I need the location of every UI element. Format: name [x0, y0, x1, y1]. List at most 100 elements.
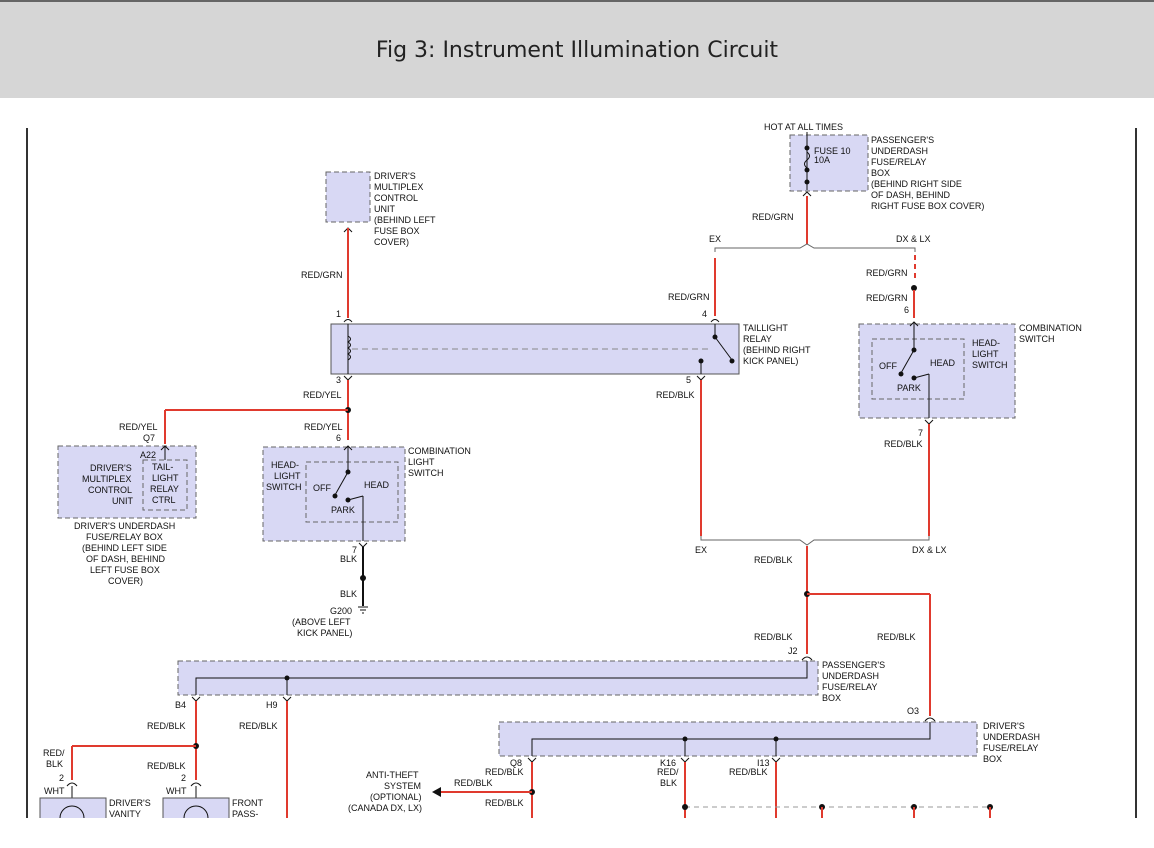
wire-label: RED/YEL — [304, 422, 343, 432]
svg-text:UNIT: UNIT — [112, 496, 133, 506]
svg-text:SWITCH: SWITCH — [408, 468, 444, 478]
svg-text:RELAY: RELAY — [743, 334, 772, 344]
svg-text:COVER): COVER) — [108, 576, 143, 586]
wire-label: RED/GRN — [752, 212, 794, 222]
svg-text:FUSE/RELAY: FUSE/RELAY — [983, 743, 1038, 753]
svg-text:DRIVER'S: DRIVER'S — [374, 171, 416, 181]
pin-5: 5 — [686, 375, 691, 385]
svg-text:CONTROL: CONTROL — [88, 485, 132, 495]
ground-icon — [358, 600, 368, 614]
pin-6: 6 — [904, 305, 909, 315]
svg-text:UNIT: UNIT — [374, 204, 395, 214]
svg-text:MULTIPLEX: MULTIPLEX — [374, 182, 423, 192]
top-rule — [0, 0, 1154, 2]
svg-text:(BEHIND LEFT: (BEHIND LEFT — [374, 215, 436, 225]
svg-text:FRONT: FRONT — [232, 798, 263, 808]
drivers-vanity-caption: DRIVER'S VANITY — [109, 798, 151, 818]
svg-text:FUSE/RELAY BOX: FUSE/RELAY BOX — [86, 532, 163, 542]
connector — [680, 757, 690, 763]
variant-dxlx: DX & LX — [896, 234, 931, 244]
pin-2: 2 — [59, 773, 64, 783]
splice-dot — [360, 575, 366, 581]
switch-blade — [913, 373, 930, 379]
taillight-relay-ctrl-box — [142, 459, 188, 511]
pin-q7: Q7 — [143, 433, 155, 443]
svg-text:FUSE/RELAY: FUSE/RELAY — [822, 682, 877, 692]
connector — [282, 696, 292, 702]
svg-text:LEFT FUSE BOX: LEFT FUSE BOX — [90, 565, 160, 575]
drivers-mcu-box — [325, 171, 371, 223]
svg-text:LIGHT: LIGHT — [972, 349, 999, 359]
pin-6: 6 — [336, 433, 341, 443]
pin-1: 1 — [336, 309, 341, 319]
headlight-switch-caption: HEAD- LIGHT SWITCH — [266, 460, 302, 492]
variant-ex: EX — [709, 234, 721, 244]
svg-text:SWITCH: SWITCH — [1019, 334, 1055, 344]
wire-label: RED/BLK — [454, 778, 493, 788]
mcu-left-caption: DRIVER'S MULTIPLEX CONTROL UNIT — [82, 463, 133, 506]
pass-fuse-box — [789, 134, 869, 192]
switch-off: OFF — [313, 483, 331, 493]
hot-label: HOT AT ALL TIMES — [764, 122, 843, 132]
anti-theft-caption: ANTI-THEFT SYSTEM (OPTIONAL) (CANADA DX,… — [348, 770, 422, 813]
wire-label: RED/YEL — [119, 422, 158, 432]
svg-text:DRIVER'S UNDERDASH: DRIVER'S UNDERDASH — [74, 521, 175, 531]
connector — [343, 375, 353, 381]
taillight-ctrl-caption: TAIL- LIGHT RELAY CTRL — [150, 462, 179, 505]
pass-fuse-box-caption: PASSENGER'S UNDERDASH FUSE/RELAY BOX (BE… — [871, 135, 984, 211]
switch-head: HEAD — [930, 358, 956, 368]
wire-label: RED/BLK — [147, 721, 186, 731]
svg-text:COMBINATION: COMBINATION — [1019, 323, 1082, 333]
wire-label: RED/BLK — [729, 767, 768, 777]
pin-k16: K16 — [660, 758, 676, 768]
drivers-mcu-caption: DRIVER'S MULTIPLEX CONTROL UNIT (BEHIND … — [374, 171, 436, 247]
svg-text:(OPTIONAL): (OPTIONAL) — [370, 792, 422, 802]
svg-text:UNDERDASH: UNDERDASH — [983, 732, 1040, 742]
svg-text:COVER): COVER) — [374, 237, 409, 247]
connector — [358, 542, 368, 548]
svg-text:OF DASH, BEHIND: OF DASH, BEHIND — [86, 554, 166, 564]
svg-text:PASS-: PASS- — [232, 809, 258, 818]
fuse-label-2: 10A — [814, 155, 830, 165]
connector — [191, 696, 201, 702]
variant-merge — [700, 536, 930, 546]
svg-text:FUSE/RELAY: FUSE/RELAY — [871, 157, 926, 167]
connector — [696, 375, 706, 381]
svg-text:UNDERDASH: UNDERDASH — [822, 671, 879, 681]
svg-text:HEAD-: HEAD- — [972, 338, 1000, 348]
connector — [924, 419, 934, 425]
bulb-icon — [183, 805, 209, 818]
connector — [190, 782, 202, 787]
pass-underdash-mid-caption: PASSENGER'S UNDERDASH FUSE/RELAY BOX — [822, 660, 885, 703]
wire-label: RED/BLK — [147, 761, 186, 771]
front-pass-lamp-box — [162, 797, 230, 818]
switch-contact — [898, 371, 904, 377]
svg-text:(CANADA DX, LX): (CANADA DX, LX) — [348, 803, 422, 813]
wire-label: RED/BLK — [754, 555, 793, 565]
switch-contact — [332, 493, 338, 499]
pin-q8: Q8 — [510, 758, 522, 768]
pin-i13: I13 — [757, 758, 770, 768]
fuse-dot — [804, 167, 810, 173]
variant-split-top — [714, 243, 916, 252]
wire-label: RED/BLK — [754, 632, 793, 642]
wire-label: BLK — [46, 759, 63, 769]
variant-dxlx: DX & LX — [912, 545, 947, 555]
fuse-label-1: FUSE 10 — [814, 146, 851, 156]
connector — [924, 717, 936, 722]
pin-a22: A22 — [140, 450, 156, 460]
connector — [66, 782, 78, 787]
svg-text:PASSENGER'S: PASSENGER'S — [871, 135, 934, 145]
pin-3: 3 — [336, 375, 341, 385]
combination-light-switch-caption: COMBINATION LIGHT SWITCH — [408, 446, 471, 478]
connector — [771, 757, 781, 763]
svg-text:HEAD-: HEAD- — [271, 460, 299, 470]
svg-text:LIGHT: LIGHT — [274, 471, 301, 481]
wiring-diagram: HOT AT ALL TIMES FUSE 10 10A PASSENGER'S… — [26, 122, 1137, 818]
svg-text:(BEHIND LEFT SIDE: (BEHIND LEFT SIDE — [82, 543, 167, 553]
drivers-underdash-caption: DRIVER'S UNDERDASH FUSE/RELAY BOX (BEHIN… — [74, 521, 175, 586]
svg-text:SYSTEM: SYSTEM — [384, 781, 421, 791]
connector — [527, 757, 537, 763]
switch-blade — [347, 495, 364, 501]
svg-text:FUSE BOX: FUSE BOX — [374, 226, 420, 236]
